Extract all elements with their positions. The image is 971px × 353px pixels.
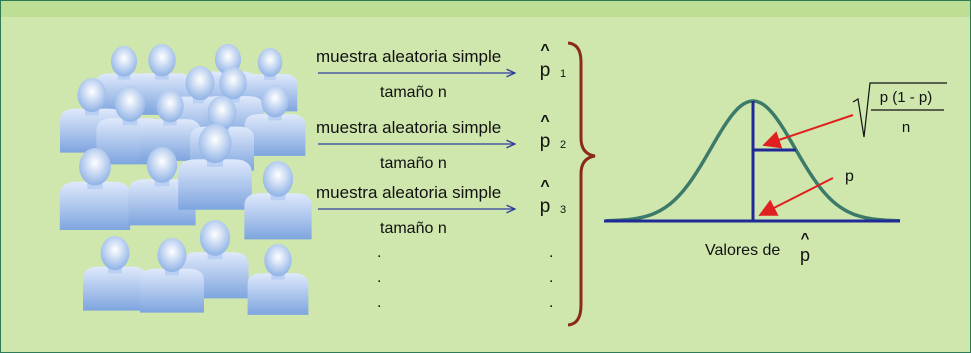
estimator-symbol: p xyxy=(540,131,551,152)
ellipsis-dot: . xyxy=(377,294,381,311)
header-strip xyxy=(1,1,970,17)
person-silhouette-icon xyxy=(59,148,131,231)
standard-error-formula: p (1 - p) n xyxy=(852,82,947,138)
formula-numerator: p (1 - p) xyxy=(880,89,933,106)
sample-row-2: muestra aleatoria simple tamaño n ^ p 2 xyxy=(316,113,566,172)
hat-symbol: ^ xyxy=(540,42,549,59)
person-silhouette-icon xyxy=(247,244,309,315)
p-hat-estimator: ^ p 2 xyxy=(540,113,566,152)
curly-brace xyxy=(567,41,596,327)
axis-label-text: Valores de xyxy=(705,242,780,259)
radical-sign xyxy=(852,82,947,138)
estimator-subscript: 3 xyxy=(560,204,566,216)
formula-denominator: n xyxy=(902,119,910,136)
sample-method-label: muestra aleatoria simple xyxy=(316,183,501,202)
hat-symbol: ^ xyxy=(540,113,549,130)
population-figures xyxy=(59,44,312,315)
person-silhouette-icon xyxy=(178,124,252,210)
mean-pointer-arrow xyxy=(758,177,834,216)
axis-label-symbol: p xyxy=(800,245,810,265)
sd-pointer-arrow xyxy=(762,114,854,149)
ellipsis-dot: . xyxy=(377,269,381,286)
person-silhouette-icon xyxy=(244,161,312,240)
ellipsis-dot: . xyxy=(549,294,553,311)
sample-size-label: tamaño n xyxy=(380,155,447,172)
sample-method-label: muestra aleatoria simple xyxy=(316,47,501,66)
hat-symbol: ^ xyxy=(801,230,810,247)
p-hat-estimator: ^ p 1 xyxy=(540,42,566,81)
sample-row-1: muestra aleatoria simple tamaño n ^ p 1 xyxy=(316,42,566,101)
sampling-distribution-graph: p (1 - p) n p Valores de ^ p xyxy=(604,82,947,265)
estimator-symbol: p xyxy=(540,196,551,217)
person-silhouette-icon xyxy=(83,236,147,311)
sample-method-label: muestra aleatoria simple xyxy=(316,118,501,137)
mean-label: p xyxy=(845,168,854,185)
p-hat-estimator: ^ p 3 xyxy=(540,178,566,217)
ellipsis-left: . . . xyxy=(377,244,381,311)
ellipsis-dot: . xyxy=(549,244,553,261)
ellipsis-right: . . . xyxy=(549,244,553,311)
ellipsis-dot: . xyxy=(549,269,553,286)
sample-row-3: muestra aleatoria simple tamaño n ^ p 3 xyxy=(316,178,566,237)
axis-label: Valores de ^ p xyxy=(705,230,810,265)
sample-size-label: tamaño n xyxy=(380,220,447,237)
estimator-symbol: p xyxy=(540,60,551,81)
sample-size-label: tamaño n xyxy=(380,84,447,101)
person-silhouette-icon xyxy=(244,85,306,156)
hat-symbol: ^ xyxy=(540,178,549,195)
estimator-subscript: 1 xyxy=(560,68,566,80)
ellipsis-dot: . xyxy=(377,244,381,261)
person-silhouette-icon xyxy=(140,238,204,313)
estimator-subscript: 2 xyxy=(560,139,566,151)
